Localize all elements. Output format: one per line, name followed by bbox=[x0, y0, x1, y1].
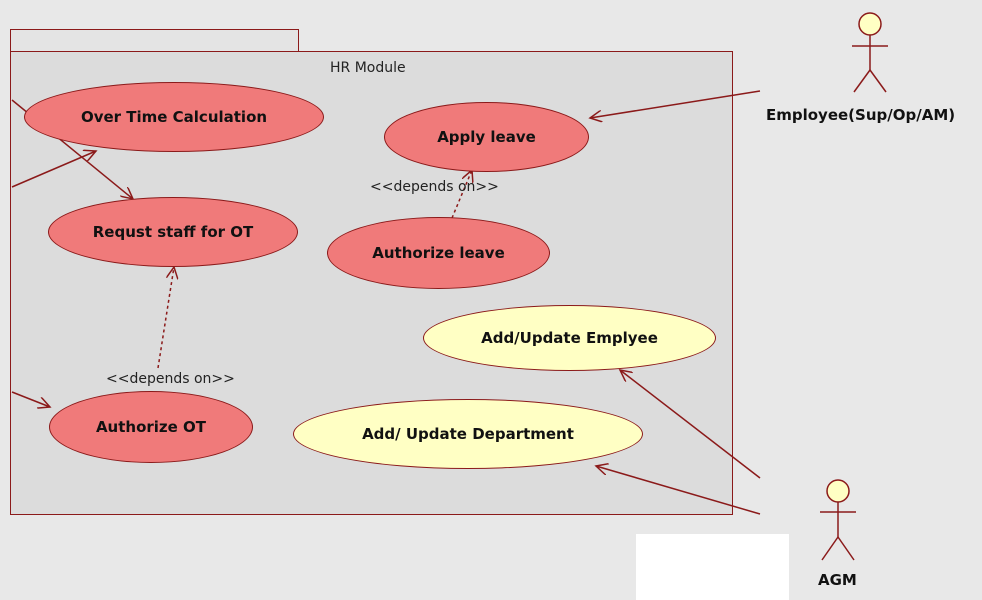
use-case-authorize-leave[interactable]: Authorize leave bbox=[327, 217, 550, 289]
dep-leave bbox=[451, 170, 472, 219]
blank-overlay bbox=[636, 534, 789, 600]
actor-employee-label: Employee(Sup/Op/AM) bbox=[766, 106, 956, 124]
use-case-label: Over Time Calculation bbox=[80, 108, 268, 126]
employee-actor-icon bbox=[852, 12, 888, 93]
assoc-agm-employee bbox=[620, 370, 761, 479]
use-case-add-update-department[interactable]: Add/ Update Department bbox=[293, 399, 643, 469]
agm-actor-icon bbox=[820, 479, 856, 561]
use-case-label: Apply leave bbox=[437, 128, 536, 146]
use-case-label: Requst staff for OT bbox=[92, 223, 254, 241]
stereotype-leave-depends: <<depends on>> bbox=[370, 179, 499, 195]
assoc-left-to-authorize-ot bbox=[11, 391, 50, 407]
assoc-agm-department bbox=[596, 466, 761, 515]
use-case-label: Add/Update Emplyee bbox=[481, 329, 658, 347]
use-case-label: Authorize OT bbox=[95, 418, 207, 436]
stereotype-ot-depends: <<depends on>> bbox=[106, 371, 235, 387]
use-case-request-staff[interactable]: Requst staff for OT bbox=[48, 197, 298, 267]
dep-ot bbox=[157, 267, 174, 369]
use-case-label: Add/ Update Department bbox=[362, 425, 574, 443]
use-case-add-update-employee[interactable]: Add/Update Emplyee bbox=[423, 305, 716, 371]
assoc-left-to-overtime bbox=[11, 151, 96, 188]
package-title: HR Module bbox=[330, 60, 406, 76]
use-case-apply-leave[interactable]: Apply leave bbox=[384, 102, 589, 172]
use-case-authorize-ot[interactable]: Authorize OT bbox=[49, 391, 253, 463]
actor-agm-label: AGM bbox=[818, 571, 857, 589]
use-case-label: Authorize leave bbox=[372, 244, 505, 262]
assoc-employee-apply bbox=[590, 90, 761, 118]
use-case-overtime-calculation[interactable]: Over Time Calculation bbox=[24, 82, 324, 152]
package-tab bbox=[10, 29, 299, 52]
